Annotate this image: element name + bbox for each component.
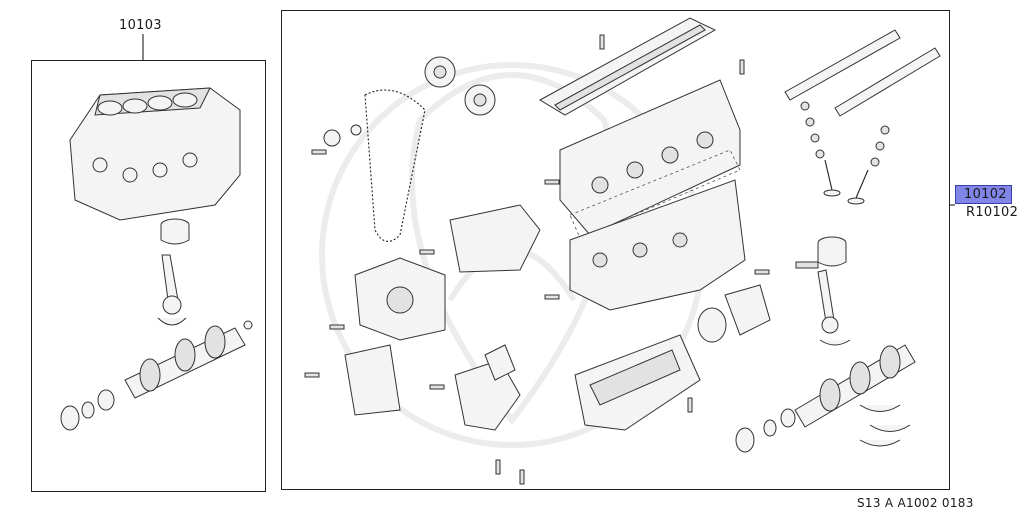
part-number-label-10102[interactable]: 10102 <box>964 187 1007 202</box>
engine-assembly-frame <box>281 10 950 490</box>
selected-part-highlight[interactable] <box>955 185 1012 204</box>
internal-parts-drawing <box>735 29 941 453</box>
part-number-label-10103[interactable]: 10103 <box>119 18 162 33</box>
short-block-drawing <box>60 87 253 431</box>
diagram-footer-code: S13 A A1002 0183 <box>857 496 974 510</box>
engine-assembly-drawing <box>304 17 771 485</box>
part-number-label-r10102[interactable]: R10102 <box>966 205 1019 220</box>
short-block-frame <box>31 60 266 492</box>
